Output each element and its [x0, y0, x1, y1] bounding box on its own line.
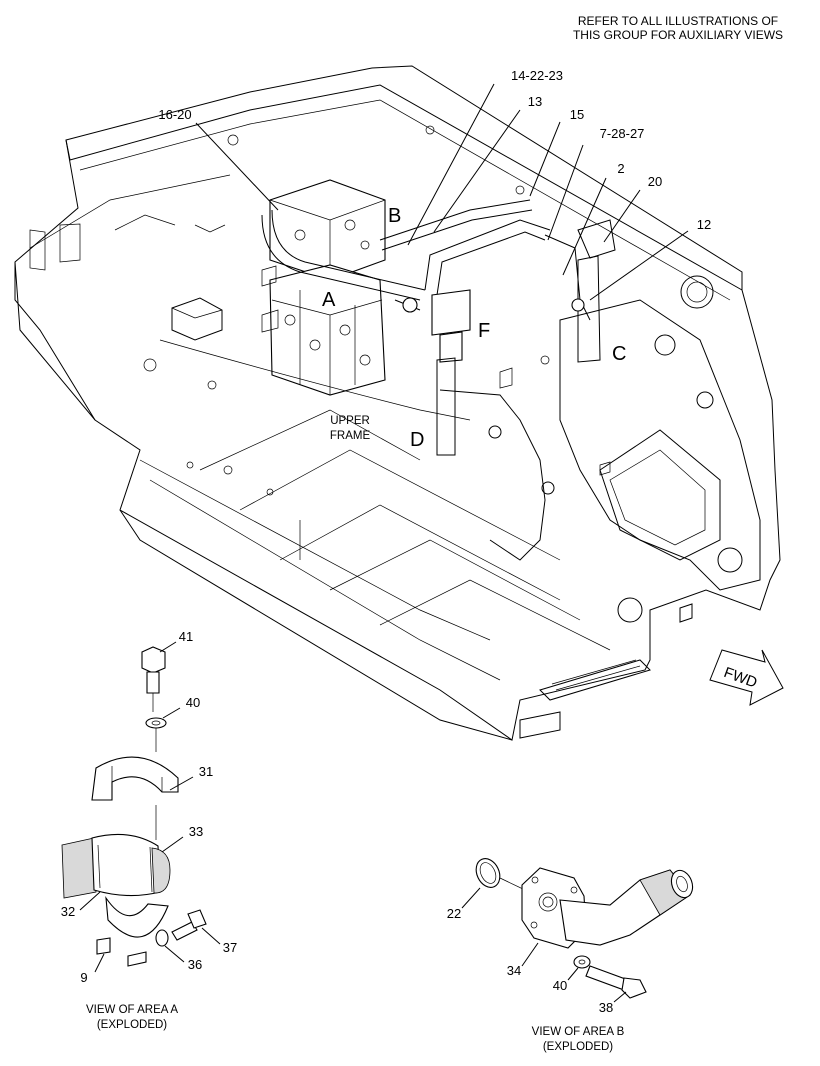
callout-38: 38	[599, 1000, 613, 1015]
upper-frame-label-line2: FRAME	[330, 430, 371, 442]
area-label-c: C	[612, 343, 626, 365]
callout-15: 15	[570, 107, 584, 122]
view-a-caption-line2: (EXPLODED)	[97, 1019, 167, 1031]
callout-16-20: 16-20	[158, 107, 191, 122]
callout-20: 20	[648, 174, 662, 189]
area-label-f: F	[478, 320, 490, 342]
view-a-drawing	[61, 646, 207, 967]
area-label-d: D	[410, 429, 424, 451]
callout-34: 34	[507, 963, 521, 978]
callout-32: 32	[61, 904, 75, 919]
callout-7-28-27: 7-28-27	[600, 126, 645, 141]
area-label-b: B	[388, 205, 401, 227]
view-a-callouts: 41 40 31 33 32 37 36 9 VIEW OF AREA A (E…	[61, 629, 237, 1031]
header-note-line1: REFER TO ALL ILLUSTRATIONS OF	[577, 14, 779, 28]
header-note: REFER TO ALL ILLUSTRATIONS OF THIS GROUP…	[548, 14, 808, 42]
upper-frame-label-line1: UPPER	[330, 415, 370, 427]
view-b-caption-line2: (EXPLODED)	[543, 1041, 613, 1053]
callout-40-a: 40	[186, 695, 200, 710]
forward-arrow-label: FWD	[722, 664, 760, 692]
header-note-line2: THIS GROUP FOR AUXILIARY VIEWS	[572, 28, 784, 42]
callout-31: 31	[199, 764, 213, 779]
view-b-callouts: 22 34 40 38 VIEW OF AREA B (EXPLODED)	[447, 887, 627, 1053]
area-label-a: A	[322, 289, 336, 311]
view-a-caption-line1: VIEW OF AREA A	[86, 1004, 178, 1016]
callout-14-22-23: 14-22-23	[511, 68, 563, 83]
callout-36: 36	[188, 957, 202, 972]
view-b-drawing	[475, 858, 694, 999]
callout-41: 41	[179, 629, 193, 644]
forward-arrow-icon: FWD	[709, 649, 784, 706]
callout-37: 37	[223, 940, 237, 955]
main-callouts: 16-20 14-22-23 13 15 7-28-27 2 20 12	[158, 68, 711, 301]
callout-33: 33	[189, 824, 203, 839]
callout-40-b: 40	[553, 978, 567, 993]
callout-13: 13	[528, 94, 542, 109]
callout-9: 9	[80, 970, 87, 985]
view-b-caption-line1: VIEW OF AREA B	[532, 1026, 625, 1038]
control-valve-group	[159, 179, 616, 456]
callout-2: 2	[617, 161, 624, 176]
callout-22: 22	[447, 906, 461, 921]
upper-frame-drawing	[14, 65, 781, 741]
callout-12: 12	[697, 217, 711, 232]
